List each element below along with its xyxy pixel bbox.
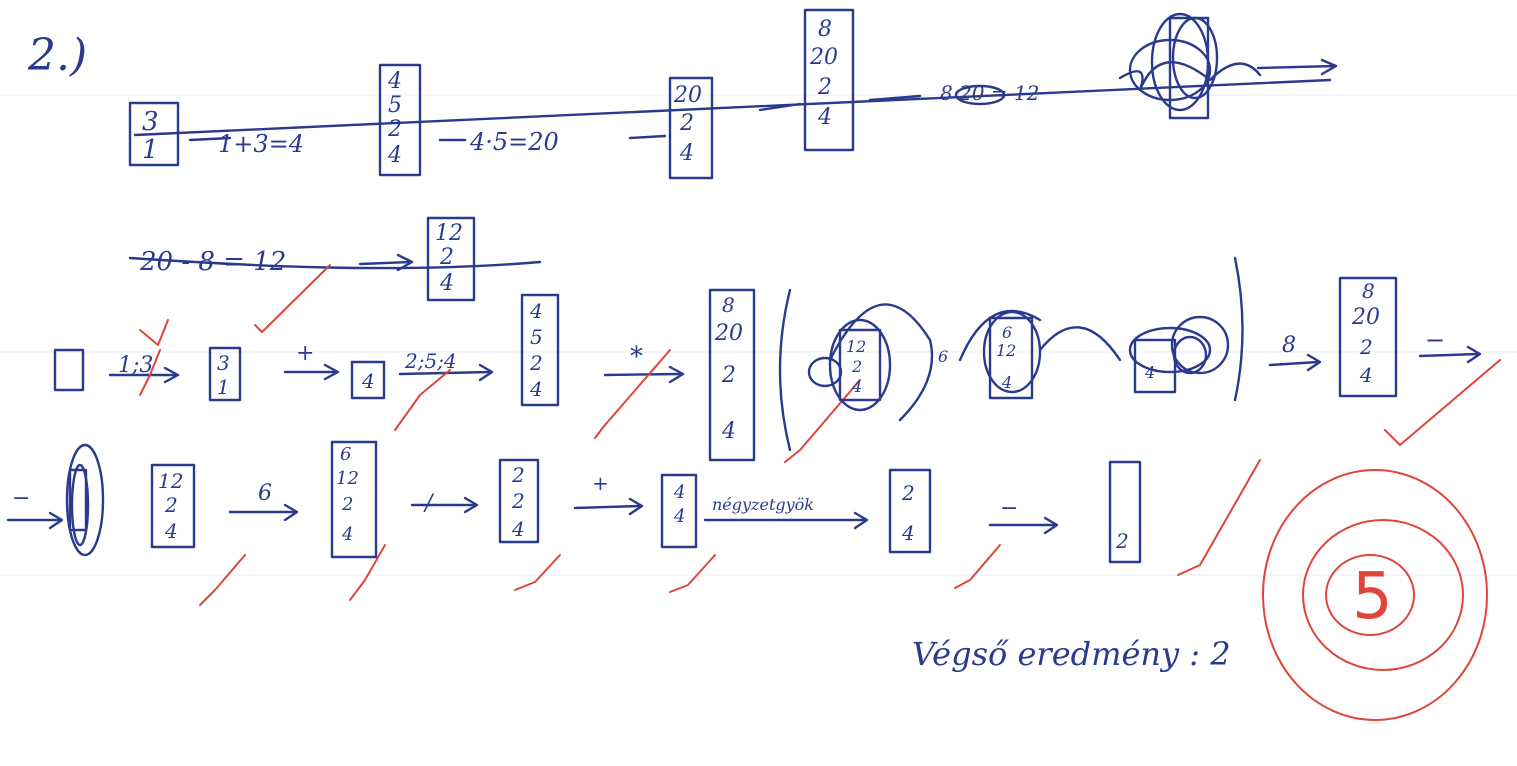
line1-stack-c-0: 20: [673, 83, 702, 108]
scribble-stack3-0: 4: [1144, 363, 1155, 382]
line-2-crossed-out: 20 - 8 = 12 12 2 4: [128, 216, 542, 346]
row4-stack6-0: 6: [340, 444, 351, 465]
line1-stack-a-0: 3: [142, 107, 159, 137]
scribble-stack2-1: 12: [996, 341, 1016, 360]
row4-stack6-3: 4: [341, 524, 353, 545]
row4-stack12-0: 12: [158, 469, 183, 493]
row4-stack12-1: 2: [164, 493, 178, 517]
row3-stack20-3: 4: [721, 419, 736, 444]
row4-stack2-1: 2: [511, 489, 525, 513]
row3-stack31-1: 1: [217, 375, 230, 399]
row4-stack6-1: 12: [336, 468, 359, 489]
op-minus2-row4: −: [1000, 496, 1018, 521]
line-1-crossed-out: 3 1 1+3=4 4 5 2 4 4·5=20 20 2 4 8 20 2 4…: [128, 8, 1338, 180]
line1-stack-b-3: 4: [387, 143, 402, 168]
line1-stack-b-2: 2: [387, 117, 402, 142]
line1-stack-d-0: 8: [818, 17, 832, 42]
problem-label: 2.): [27, 30, 87, 81]
row3-stack20-2: 2: [721, 363, 736, 388]
op-sqrt: négyzetgyök: [712, 495, 814, 514]
op-push-254: 2;5;4: [404, 349, 457, 373]
line2-stack-0: 12: [435, 221, 463, 246]
scribble-op-6: 6: [938, 347, 948, 366]
op-minus-row3: −: [1425, 326, 1445, 354]
op-6-row4: 6: [258, 481, 272, 506]
row4-stack6-2: 2: [341, 494, 353, 515]
row3-stack8-1: 20: [1351, 305, 1380, 330]
line2-stack-2: 4: [439, 271, 454, 296]
row-4: − 12 2 4 6 6 12 2 4 / 2 2 4 + 4 4: [6, 440, 1261, 606]
row4-stack24-1: 4: [901, 521, 915, 545]
scribble-stack1-2: 4: [851, 377, 862, 396]
row-3: 1;3 3 1 + 4 2;5;4 4 5 2 4 * 8 20 2 4: [53, 256, 1501, 463]
line1-stack-b-0: 4: [387, 69, 402, 94]
op-minus-row4: −: [12, 486, 30, 511]
row3-stack4524-0: 4: [529, 299, 543, 323]
row3-stack8-0: 8: [1362, 279, 1375, 303]
line1-stack-d-2: 2: [817, 75, 832, 100]
row3-stack31-0: 3: [217, 351, 230, 375]
grade-circle: 5: [1262, 469, 1488, 721]
row3-stack8-3: 4: [1359, 363, 1373, 387]
line1-stack-c-1: 2: [679, 111, 694, 136]
row3-stack4524-3: 4: [529, 377, 543, 401]
op-plus: +: [296, 341, 314, 366]
row4-stack-final-0: 2: [1115, 529, 1129, 553]
row4-stack2-0: 2: [511, 463, 525, 487]
row3-stack20-1: 20: [714, 321, 743, 346]
scribble-stack1-1: 2: [851, 357, 862, 376]
row3-stack20-0: 8: [722, 293, 735, 317]
row4-stack2-2: 4: [511, 517, 525, 541]
row4-stack24-0: 2: [901, 481, 915, 505]
line1-stack-c-2: 4: [679, 141, 694, 166]
row3-stack4524-2: 2: [529, 351, 543, 375]
scribble-stack1-0: 12: [846, 337, 866, 356]
op-plus-row4: +: [592, 471, 609, 495]
empty-stack: [53, 348, 85, 392]
line1-stack-d-1: 20: [809, 45, 838, 70]
line1-stack-d-3: 4: [817, 105, 832, 130]
op-mul: *: [630, 342, 643, 372]
row4-stack44-0: 4: [673, 482, 685, 503]
line2-stack-1: 2: [439, 245, 454, 270]
row4-stack44-1: 4: [673, 506, 685, 527]
op-div: /: [423, 491, 435, 516]
row3-stack4-0: 4: [361, 369, 375, 393]
op-8: 8: [1282, 333, 1296, 358]
row3-stack8-2: 2: [1359, 335, 1373, 359]
row4-stack12-2: 4: [164, 519, 178, 543]
line1-stack-a-1: 1: [142, 135, 159, 165]
final-result: Végső eredmény : 2: [912, 635, 1231, 673]
line1-stack-b-1: 5: [388, 93, 402, 118]
scribble-stack2-0: 6: [1002, 323, 1012, 342]
line1-step-a: 1+3=4: [218, 130, 304, 158]
line1-step-b: 4·5=20: [469, 128, 559, 156]
scribble-stack2-2: 4: [1001, 373, 1012, 392]
grade-mark: 5: [1352, 560, 1393, 634]
row3-stack4524-1: 5: [530, 325, 543, 349]
